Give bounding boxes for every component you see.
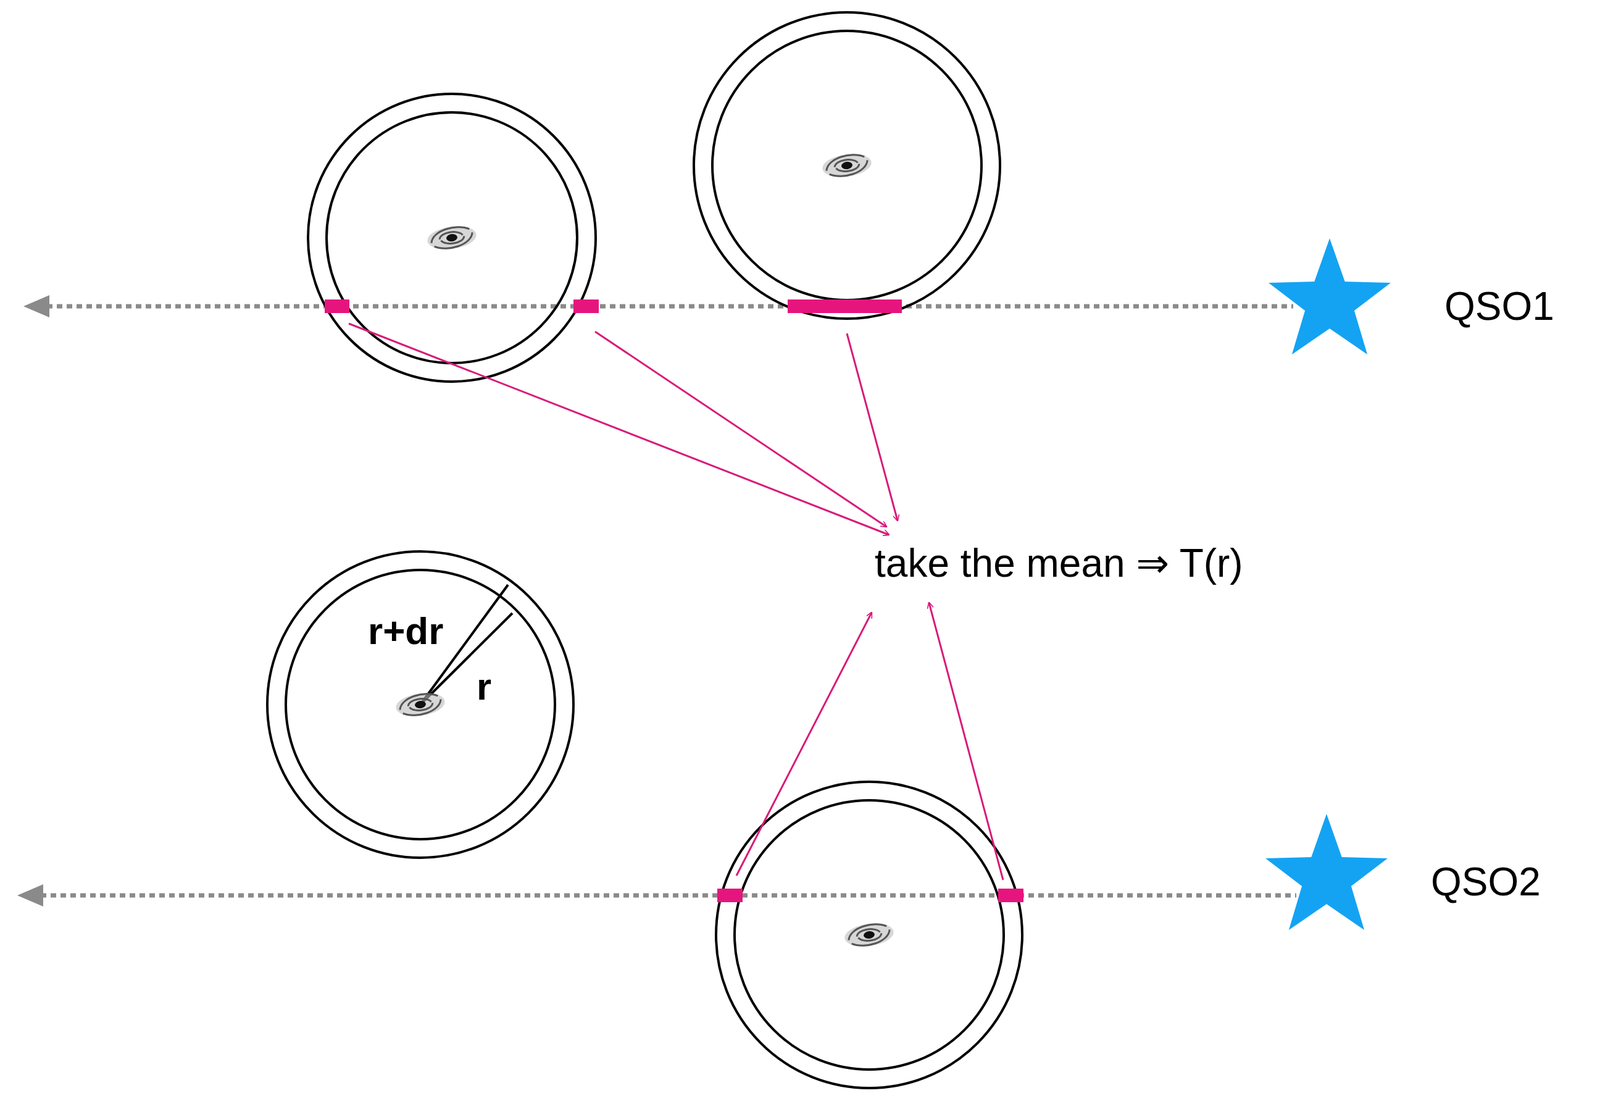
shell-segments (324, 299, 1024, 902)
arrowhead (17, 883, 44, 907)
quasar-label: QSO2 (1430, 861, 1541, 902)
galaxy-icon (843, 920, 896, 950)
quasar-star (1268, 238, 1391, 355)
quasar-star (1265, 813, 1388, 930)
step-label: take the mean ⇒ T(r) (874, 543, 1244, 583)
galaxy-icon (425, 223, 478, 253)
mean-arrows (348, 323, 1004, 880)
radius-label: r (476, 667, 492, 706)
quasar-label: QSO1 (1444, 286, 1555, 326)
galaxy-icon (394, 690, 447, 720)
arrowhead (23, 295, 50, 318)
galaxy-icon (820, 151, 873, 181)
radius-label: r+dr (367, 611, 444, 650)
sight-line (30, 893, 1297, 898)
sight-line (37, 304, 1294, 309)
